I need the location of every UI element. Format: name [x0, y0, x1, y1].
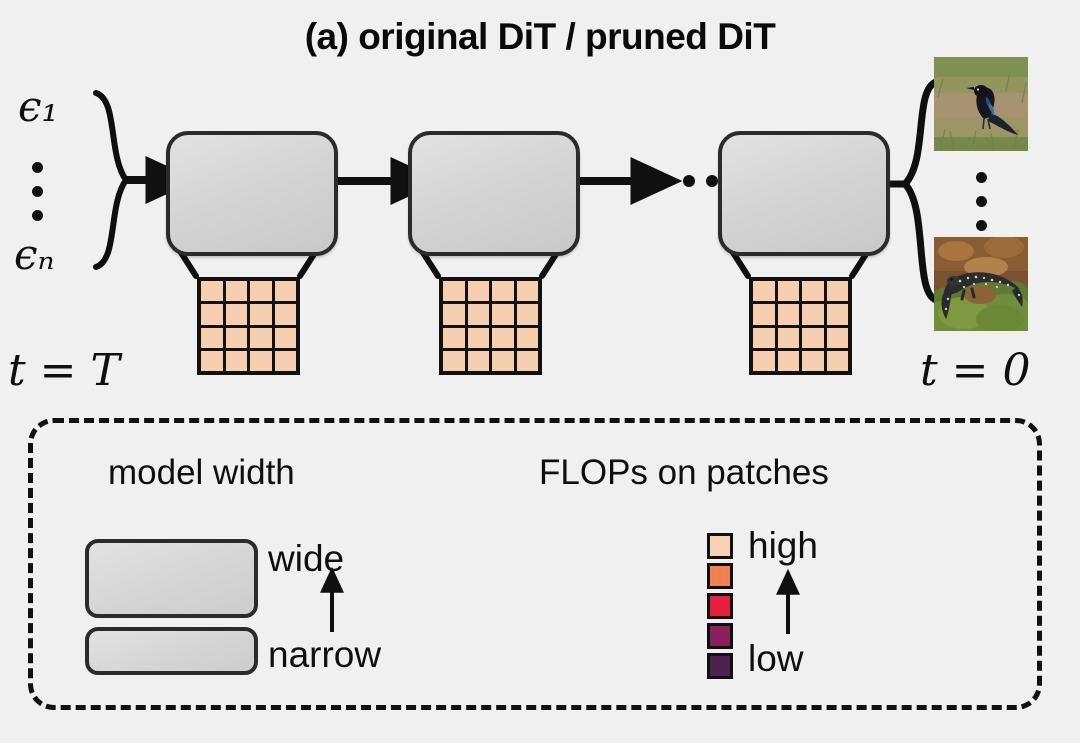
patch-cell — [777, 281, 799, 302]
dit-block-1[interactable] — [166, 131, 338, 256]
patch-cell — [274, 350, 296, 371]
patch-grid-3[interactable] — [749, 277, 852, 375]
patch-cell — [225, 304, 247, 325]
patch-cell — [777, 350, 799, 371]
noise-label-last: ϵₙ — [14, 230, 55, 279]
patch-cell — [516, 350, 538, 371]
patch-cell — [492, 327, 514, 348]
legend-wide-label: wide — [268, 538, 345, 579]
patch-cell — [443, 350, 465, 371]
patch-cell — [467, 281, 489, 302]
patch-cell — [826, 304, 848, 325]
patch-cell — [225, 350, 247, 371]
patch-cell — [492, 281, 514, 302]
patch-cell — [467, 304, 489, 325]
patch-cell — [274, 327, 296, 348]
patch-cell — [201, 350, 223, 371]
legend-flops-low-label: low — [748, 638, 804, 679]
timestep-start-label: t = T — [8, 345, 120, 396]
patch-cell — [516, 327, 538, 348]
noise-label-first: ϵ₁ — [18, 82, 59, 131]
patch-cell — [225, 327, 247, 348]
pipeline-ellipsis-icon — [660, 175, 718, 187]
generated-image-bird[interactable] — [934, 57, 1028, 151]
patch-cell — [467, 350, 489, 371]
patch-cell — [802, 327, 824, 348]
patch-cell — [516, 281, 538, 302]
legend-flops-high-label: high — [748, 525, 818, 566]
legend-wide-block — [85, 539, 258, 618]
patch-cell — [492, 350, 514, 371]
output-vertical-ellipsis-icon — [976, 172, 987, 231]
patch-cell — [753, 281, 775, 302]
patch-cell — [753, 350, 775, 371]
flops-swatch-4 — [707, 623, 733, 649]
patch-cell — [443, 304, 465, 325]
figure-title: (a) original DiT / pruned DiT — [304, 16, 776, 57]
patch-cell — [250, 327, 272, 348]
patch-cell — [777, 304, 799, 325]
flops-swatch-3 — [707, 593, 733, 619]
patch-cell — [225, 281, 247, 302]
patch-cell — [250, 350, 272, 371]
flops-swatch-2 — [707, 563, 733, 589]
generated-image-salamander[interactable] — [934, 237, 1028, 331]
patch-grid-2[interactable] — [439, 277, 542, 375]
patch-cell — [443, 327, 465, 348]
patch-cell — [467, 327, 489, 348]
patch-cell — [826, 350, 848, 371]
patch-cell — [802, 304, 824, 325]
bird-photo-art — [934, 57, 1028, 151]
patch-cell — [802, 281, 824, 302]
legend-narrow-block — [85, 627, 258, 675]
patch-cell — [802, 350, 824, 371]
patch-cell — [443, 281, 465, 302]
output-brace-icon — [880, 78, 940, 304]
dit-block-2[interactable] — [408, 131, 580, 256]
patch-cell — [250, 304, 272, 325]
noise-vertical-ellipsis-icon — [32, 162, 43, 221]
patch-cell — [201, 281, 223, 302]
patch-cell — [777, 327, 799, 348]
flops-swatch-low — [707, 653, 733, 679]
dit-block-3[interactable] — [718, 131, 890, 256]
legend-narrow-label: narrow — [268, 634, 382, 675]
patch-grid-1[interactable] — [197, 277, 300, 375]
patch-cell — [274, 304, 296, 325]
patch-cell — [250, 281, 272, 302]
patch-cell — [201, 327, 223, 348]
patch-cell — [753, 304, 775, 325]
patch-cell — [826, 327, 848, 348]
patch-cell — [492, 304, 514, 325]
patch-cell — [201, 304, 223, 325]
legend-flops-heading: FLOPs on patches — [539, 453, 829, 492]
flops-swatch-high — [707, 533, 733, 559]
legend-model-width-heading: model width — [108, 453, 295, 492]
timestep-end-label: t = 0 — [920, 345, 1031, 396]
patch-cell — [753, 327, 775, 348]
legend-panel — [28, 418, 1042, 710]
patch-cell — [516, 304, 538, 325]
salamander-photo-art — [934, 237, 1028, 331]
patch-cell — [274, 281, 296, 302]
patch-cell — [826, 281, 848, 302]
input-brace-icon — [93, 90, 130, 270]
